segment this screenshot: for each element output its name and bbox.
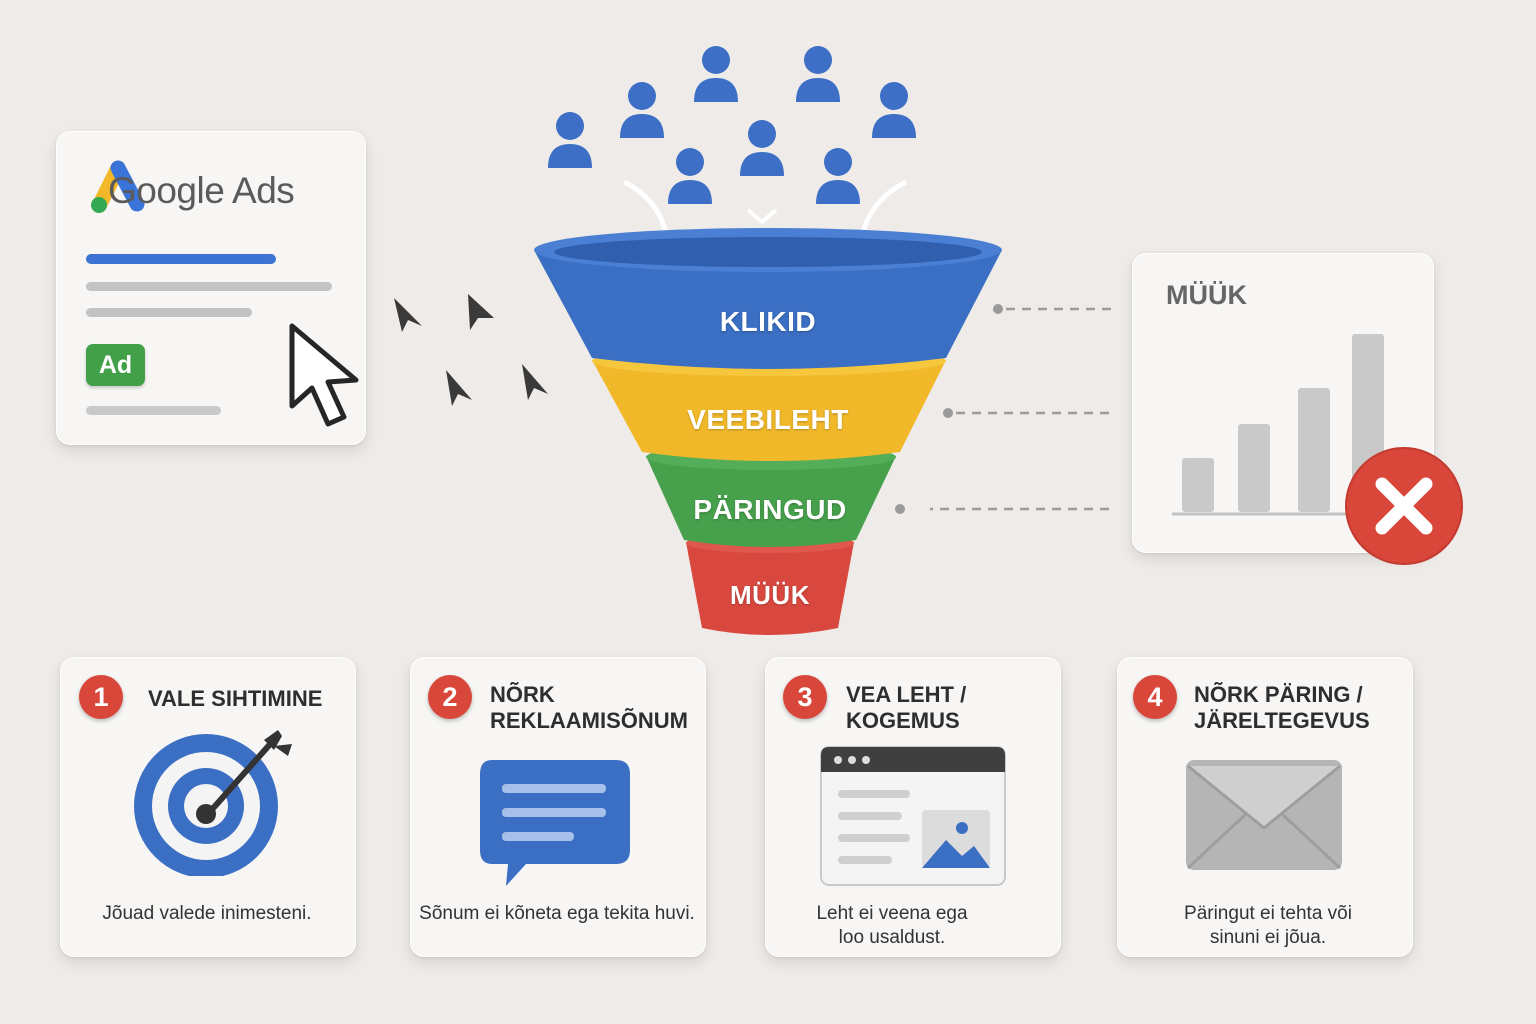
person-icon [872, 82, 916, 138]
google-ads-logo-icon [91, 160, 145, 213]
funnel-stage-paringud [646, 456, 896, 547]
problem-title-line: NÕRK PÄRING / [1194, 682, 1363, 707]
target-icon [134, 730, 292, 876]
problem-title: NÕRK PÄRING / JÄRELTEGEVUS [1194, 682, 1370, 734]
funnel-stage-veebileht [592, 360, 946, 461]
audience-people [548, 46, 916, 230]
person-icon [816, 148, 860, 204]
funnel-label-paringud: PÄRINGUD [693, 494, 847, 525]
sales-title: MÜÜK [1166, 280, 1247, 310]
problem-desc-line: Leht ei veena ega [816, 903, 968, 924]
step-number: 2 [428, 675, 472, 719]
funnel-label-veebileht: VEEBILEHT [687, 404, 849, 435]
problem-title: VALE SIHTIMINE [148, 686, 322, 712]
ad-text-bar [86, 406, 221, 415]
funnel-stage-muuk [686, 542, 854, 635]
problem-title: NÕRK REKLAAMISÕNUM [490, 682, 688, 734]
person-icon [548, 112, 592, 168]
connector-dot [895, 504, 905, 514]
problem-desc-line: loo usaldust. [838, 927, 946, 948]
problem-title-line: VEA LEHT / [846, 682, 967, 707]
message-icon [480, 760, 630, 886]
problem-title-line: REKLAAMISÕNUM [490, 708, 688, 733]
person-icon [796, 46, 840, 102]
funnel-label-muuk: MÜÜK [730, 580, 810, 610]
ad-text-bar [86, 282, 332, 291]
arrow-icon [860, 179, 908, 230]
problem-desc-line: Jõuad valede inimesteni. [102, 903, 312, 924]
arrow-icon [746, 208, 778, 224]
problem-description: Päringut ei tehta või sinuni ei jõua. [1130, 902, 1406, 950]
cursor-icon [468, 294, 494, 330]
funnel-stage-klikid [534, 250, 1002, 369]
step-number: 3 [783, 675, 827, 719]
person-icon [694, 46, 738, 102]
google-ads-brand: Google Ads [108, 170, 295, 211]
ad-text-bar [86, 308, 252, 317]
webpage-icon [820, 746, 1006, 886]
problem-description: Jõuad valede inimesteni. [60, 902, 354, 926]
close-icon [1345, 447, 1463, 565]
person-icon [620, 82, 664, 138]
cursor-icon [446, 370, 472, 406]
person-icon [740, 120, 784, 176]
step-number: 4 [1133, 675, 1177, 719]
connector-lines [930, 304, 1112, 511]
problem-title-line: VALE SIHTIMINE [148, 686, 323, 711]
cursor-icon [522, 364, 548, 400]
cursor-icon [394, 298, 422, 332]
arrow-icon [622, 179, 668, 230]
envelope-icon [1186, 760, 1342, 870]
ad-badge: Ad [86, 344, 145, 386]
cursor-icon [289, 323, 359, 427]
problem-desc-line: Päringut ei tehta või [1184, 903, 1352, 924]
problem-title-line: JÄRELTEGEVUS [1194, 708, 1370, 733]
problem-title: VEA LEHT / KOGEMUS [846, 682, 966, 734]
problem-title-line: NÕRK [490, 682, 555, 707]
step-number: 1 [79, 675, 123, 719]
person-icon [668, 148, 712, 204]
problem-desc-line: Sõnum ei kõneta ega tekita huvi. [419, 903, 695, 924]
funnel-label-klikid: KLIKID [719, 306, 817, 337]
problem-title-line: KOGEMUS [846, 708, 960, 733]
ad-headline-bar [86, 254, 276, 264]
funnel [534, 228, 1002, 635]
problem-description: Sõnum ei kõneta ega tekita huvi. [410, 902, 704, 926]
problem-description: Leht ei veena ega loo usaldust. [765, 902, 1019, 950]
problem-desc-line: sinuni ei jõua. [1209, 927, 1327, 948]
